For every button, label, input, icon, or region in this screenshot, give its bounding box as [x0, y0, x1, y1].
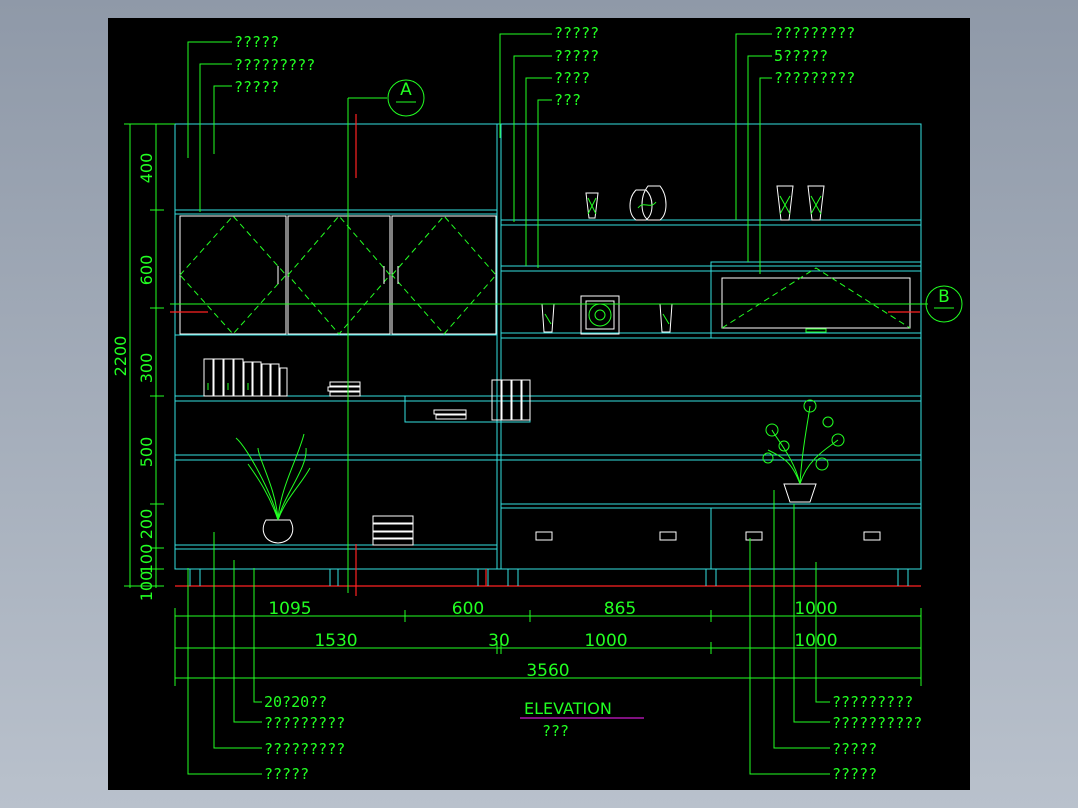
vases-top-shelf — [585, 185, 825, 221]
callout-leaders-bottom-left — [187, 532, 262, 775]
vdim-200: 200 — [137, 509, 156, 540]
dim-total: 3560 — [526, 661, 569, 681]
callout-tl-3: ????? — [234, 78, 279, 96]
books — [203, 358, 531, 546]
vdim-500: 500 — [137, 437, 156, 468]
callout-br-1: ????????? — [832, 693, 913, 711]
callout-leaders-top-right — [735, 33, 772, 274]
callout-tr-3: ????????? — [774, 69, 855, 87]
potted-flower-plant — [762, 399, 845, 503]
elevation-drawing: A B 400 600 300 500 200 100 100 2200 109… — [111, 24, 963, 783]
horizontal-dimension-lines — [174, 608, 922, 686]
cad-drawing-sheet: A B 400 600 300 500 200 100 100 2200 109… — [108, 18, 970, 790]
callout-tr-2: 5????? — [774, 47, 828, 65]
section-a-label: A — [400, 80, 412, 100]
vertical-dimension-lines — [124, 123, 175, 588]
callout-leaders-top-mid — [499, 33, 552, 268]
section-markers — [170, 79, 963, 596]
dim-600: 600 — [452, 599, 484, 619]
display-glass-case — [710, 261, 922, 339]
drawer-handles — [535, 531, 881, 541]
vdim-100-a: 100 — [137, 544, 156, 575]
callout-bl-1: 20?20?? — [264, 693, 327, 711]
callout-bl-2: ????????? — [264, 714, 345, 732]
dim-30: 30 — [488, 631, 510, 651]
callout-tm-2: ????? — [554, 47, 599, 65]
callout-br-2: ?????????? — [832, 714, 922, 732]
callout-tm-3: ???? — [554, 69, 590, 87]
drawing-title: ELEVATION — [524, 699, 612, 718]
callout-tl-1: ????? — [234, 33, 279, 51]
dim-1530: 1530 — [314, 631, 357, 651]
callout-bl-3: ????????? — [264, 740, 345, 758]
dim-1000-b: 1000 — [584, 631, 627, 651]
clock-and-vases — [541, 295, 673, 335]
drawing-subtitle: ??? — [542, 722, 569, 740]
callout-tm-4: ??? — [554, 91, 581, 109]
dim-1095: 1095 — [268, 599, 311, 619]
callout-leaders-top-left — [187, 41, 232, 212]
vdim-400: 400 — [137, 153, 156, 184]
section-b-label: B — [938, 287, 950, 307]
vdim-600: 600 — [137, 255, 156, 286]
callout-bl-4: ????? — [264, 765, 309, 783]
vdim-300: 300 — [137, 353, 156, 384]
callout-leaders-bottom-right — [749, 490, 830, 775]
potted-grass-plant — [235, 433, 311, 544]
vdim-total: 2200 — [111, 336, 130, 377]
callout-br-3: ????? — [832, 740, 877, 758]
cabinet-outline — [174, 123, 922, 587]
callout-tr-1: ????????? — [774, 24, 855, 42]
cabinet-legs — [189, 569, 909, 586]
dim-865: 865 — [604, 599, 636, 619]
glass-doors — [179, 215, 497, 335]
callout-br-4: ????? — [832, 765, 877, 783]
callout-tl-2: ????????? — [234, 56, 315, 74]
callout-tm-1: ????? — [554, 24, 599, 42]
vdim-100-b: 100 — [137, 571, 156, 602]
